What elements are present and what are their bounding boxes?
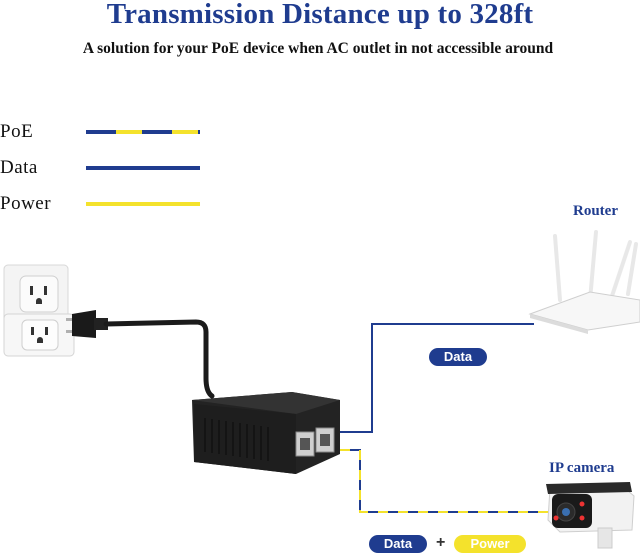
power-plug <box>66 310 108 338</box>
camera-poe-line-power <box>340 449 548 513</box>
router-data-line <box>340 323 534 433</box>
legend-label-poe: PoE <box>0 121 34 142</box>
poe-injector <box>192 392 340 474</box>
plus-sign: + <box>436 534 446 551</box>
router-label: Router <box>573 203 618 219</box>
page-title: Transmission Distance up to 328ft <box>106 0 534 30</box>
ip-camera <box>546 482 635 549</box>
legend-line-power <box>86 202 200 206</box>
camera-link-data-pill: Data <box>369 535 427 553</box>
legend-label-data: Data <box>0 157 38 178</box>
camera-poe-line <box>340 449 548 513</box>
camera-label: IP camera <box>549 460 615 476</box>
legend-line-poe <box>86 130 200 134</box>
wall-outlet <box>3 264 75 357</box>
camera-link-power-pill: Power <box>454 535 526 553</box>
power-cord <box>103 319 215 399</box>
legend-line-data <box>86 166 200 170</box>
legend-label-power: Power <box>0 193 52 214</box>
router <box>528 230 640 334</box>
page-subtitle: A solution for your PoE device when AC o… <box>82 40 554 57</box>
router-link-data-pill: Data <box>429 348 487 366</box>
